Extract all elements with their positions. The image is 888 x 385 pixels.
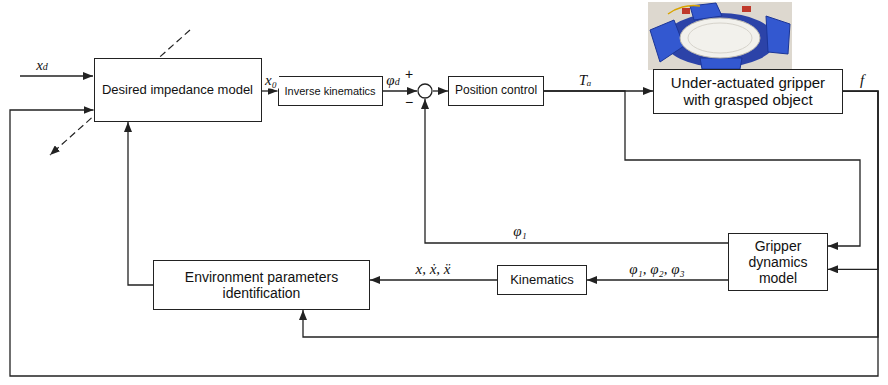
gripper-photo bbox=[648, 2, 792, 70]
signal-connector bbox=[828, 91, 878, 269]
controller-box: Position control bbox=[448, 76, 544, 106]
inverse-kinematics-box: Inverse kinematics bbox=[278, 76, 383, 106]
gripper-finger bbox=[766, 16, 790, 54]
grasped-object bbox=[680, 18, 760, 58]
box-label: Environment parameters identification bbox=[162, 269, 361, 301]
signal-label-holder: x, ẋ, ẍ bbox=[414, 261, 453, 278]
signal-connector bbox=[587, 279, 728, 280]
signal-label: φ₁ bbox=[511, 223, 529, 240]
signal-connector bbox=[425, 99, 728, 243]
gripper-finger bbox=[650, 20, 684, 62]
signal-connector bbox=[383, 90, 417, 91]
box-label: Position control bbox=[455, 84, 537, 98]
box-label: Under-actuated gripper with grasped obje… bbox=[662, 74, 834, 109]
signal-label-holder: xd bbox=[34, 57, 50, 74]
servo-part bbox=[682, 8, 690, 14]
box-label: Desired impedance model bbox=[102, 83, 253, 98]
sign-mark: − bbox=[405, 95, 413, 109]
output-signal: f bbox=[858, 72, 866, 89]
impedance-model-box: Desired impedance model bbox=[94, 58, 262, 122]
signal-label: φd bbox=[384, 72, 401, 89]
signal-label-holder: Tₐ bbox=[577, 72, 594, 89]
signal-connector bbox=[370, 279, 497, 280]
input-arrow bbox=[20, 75, 93, 76]
input-signal: xd bbox=[34, 57, 50, 74]
box-label: Inverse kinematics bbox=[285, 85, 376, 98]
wire bbox=[668, 5, 700, 14]
signal-label-holder: x₀ bbox=[263, 72, 279, 89]
signal-label: x, ẋ, ẍ bbox=[414, 261, 453, 278]
identification-box: Environment parameters identification bbox=[153, 260, 370, 310]
signal-connector bbox=[262, 90, 278, 91]
dynamics-model-box: Gripper dynamics model bbox=[728, 233, 828, 291]
signal-connector bbox=[128, 122, 153, 285]
photo-background bbox=[648, 2, 792, 70]
signal-label: Tₐ bbox=[577, 72, 594, 89]
signal-connector bbox=[10, 91, 878, 376]
signal-label: x₀ bbox=[263, 72, 279, 89]
junction-circle bbox=[418, 84, 432, 98]
signal-label: φ₁, φ₂, φ₃ bbox=[627, 261, 687, 278]
sign-mark: + bbox=[405, 67, 413, 81]
kinematics-box: Kinematics bbox=[497, 265, 587, 295]
signal-label-holder: f bbox=[858, 72, 866, 89]
junction-outline bbox=[417, 83, 433, 99]
signal-label-holder: φ₁ bbox=[511, 223, 529, 240]
summing-junction: +− bbox=[417, 83, 433, 99]
gripper-finger bbox=[700, 58, 742, 69]
signal-connector bbox=[433, 90, 448, 91]
signal-connector bbox=[544, 91, 860, 246]
servo-part bbox=[742, 6, 751, 12]
signal-label-holder: φd bbox=[384, 72, 401, 89]
gripper-plant-box: Under-actuated gripper with grasped obje… bbox=[653, 69, 843, 114]
signal-label-holder: φ₁, φ₂, φ₃ bbox=[627, 261, 687, 278]
object-rim bbox=[688, 23, 752, 53]
box-label: Kinematics bbox=[510, 273, 574, 288]
signal-connector bbox=[303, 91, 878, 337]
box-label: Gripper dynamics model bbox=[733, 238, 823, 286]
